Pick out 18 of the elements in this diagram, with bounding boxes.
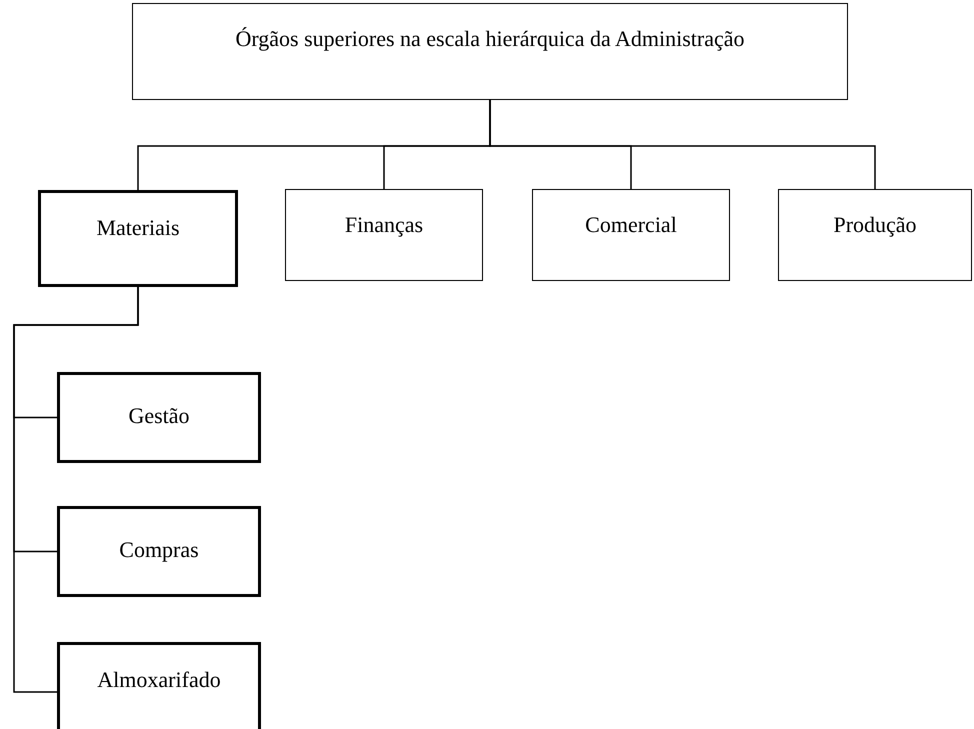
org-box — [57, 506, 261, 597]
org-box — [778, 189, 972, 281]
connector-line — [489, 100, 876, 189]
org-box — [285, 189, 483, 281]
unit-name: Gestão — [128, 403, 190, 429]
org-box — [132, 3, 848, 100]
org-box — [57, 642, 261, 729]
unit-name: Materiais — [96, 215, 180, 241]
org-box — [57, 372, 261, 463]
unit-name: Almoxarifado — [97, 667, 221, 693]
connector-line — [13, 287, 139, 693]
unit-name: Compras — [119, 537, 199, 563]
unit-name: Finanças — [344, 212, 424, 238]
org-box — [38, 190, 238, 287]
org-box — [532, 189, 730, 281]
unit-name: Órgãos superiores na escala hierárquica da Administração — [235, 26, 745, 52]
unit-name: Produção — [833, 212, 917, 238]
unit-name: Comercial — [585, 212, 677, 238]
